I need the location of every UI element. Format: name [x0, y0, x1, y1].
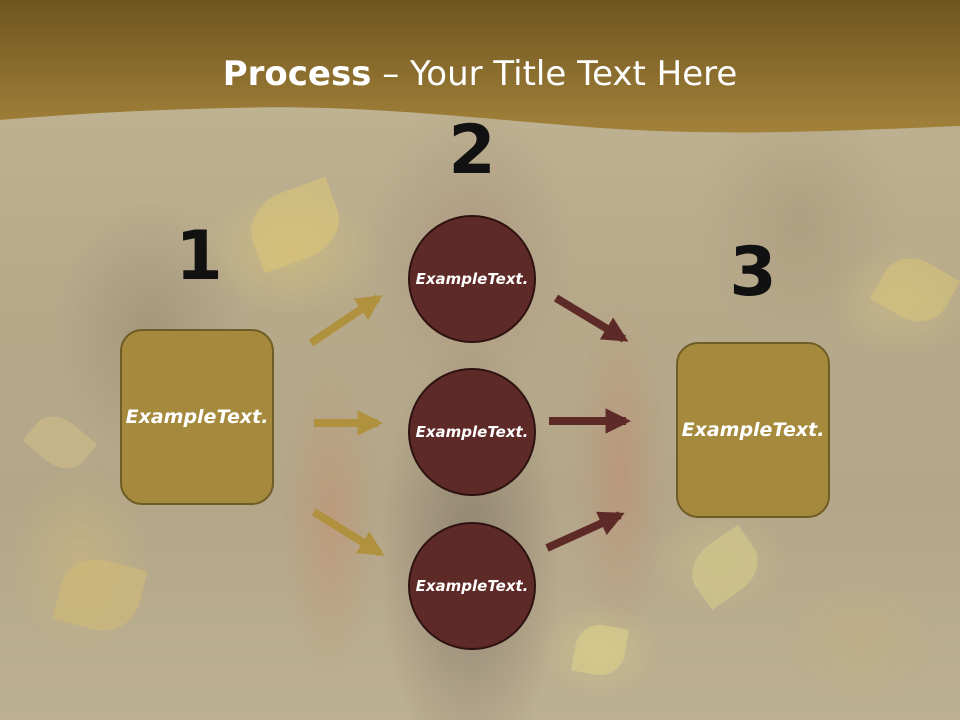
step-number-2: 2 — [448, 111, 496, 190]
arrow-bottom-to-3 — [545, 511, 625, 552]
step-number-3: 3 — [729, 233, 777, 312]
slide-title: Process – Your Title Text Here — [0, 52, 960, 96]
title-bold: Process — [222, 54, 372, 94]
arrow-1-to-bottom — [311, 508, 385, 557]
step-number-1: 1 — [175, 217, 223, 296]
arrow-top-to-3 — [553, 294, 629, 343]
title-rest: – Your Title Text Here — [371, 54, 738, 94]
title-band — [0, 0, 960, 133]
arrow-1-to-top — [308, 294, 383, 347]
